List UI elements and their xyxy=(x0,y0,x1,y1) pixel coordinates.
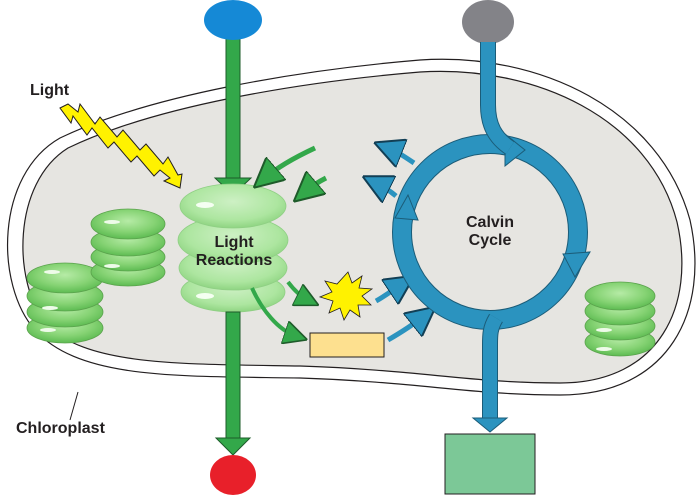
calvin-arrowhead-right xyxy=(562,251,591,279)
green-output-arrowhead xyxy=(214,437,252,456)
blue-arrow-atp-in xyxy=(374,284,402,301)
green-arrow-in-1 xyxy=(265,145,317,178)
light-label: Light xyxy=(30,82,70,99)
light-reactions-label: Light Reactions xyxy=(190,234,278,271)
granum-left xyxy=(26,262,104,344)
granum-right xyxy=(584,281,656,357)
light-bolt-icon xyxy=(59,102,183,189)
blue-arrow-return-2 xyxy=(376,183,398,196)
light-reactions-line2: Reactions xyxy=(195,252,273,270)
calvin-line2: Cycle xyxy=(468,232,512,250)
green-arrow-in-2 xyxy=(305,178,328,192)
blue-output-arrowhead xyxy=(471,417,509,433)
granum-middle xyxy=(90,208,166,287)
calvin-line1: Calvin xyxy=(465,214,514,231)
sugar-output-box xyxy=(444,433,536,495)
input-oval-gray xyxy=(462,0,514,44)
input-oval-blue xyxy=(204,0,262,40)
nadph-box xyxy=(309,332,385,358)
output-oval-red xyxy=(210,455,256,495)
blue-arrow-nadph-in xyxy=(386,316,424,343)
green-output-shaft xyxy=(225,311,241,441)
light-reactions-line1: Light xyxy=(214,234,254,251)
blue-output-stream-fill xyxy=(483,314,503,420)
calvin-arrowhead-left xyxy=(394,193,419,221)
chloroplast-label: Chloroplast xyxy=(16,420,105,437)
calvin-cycle-label: Calvin Cycle xyxy=(450,214,530,251)
green-input-shaft xyxy=(225,34,241,181)
atp-star xyxy=(318,271,374,321)
green-arrow-out-star xyxy=(286,280,308,300)
green-arrow-out-box xyxy=(250,287,296,336)
blue-input-stream-fill xyxy=(481,42,515,154)
blue-arrow-return-1 xyxy=(388,148,416,163)
chloroplast-pointer-line xyxy=(69,391,79,421)
